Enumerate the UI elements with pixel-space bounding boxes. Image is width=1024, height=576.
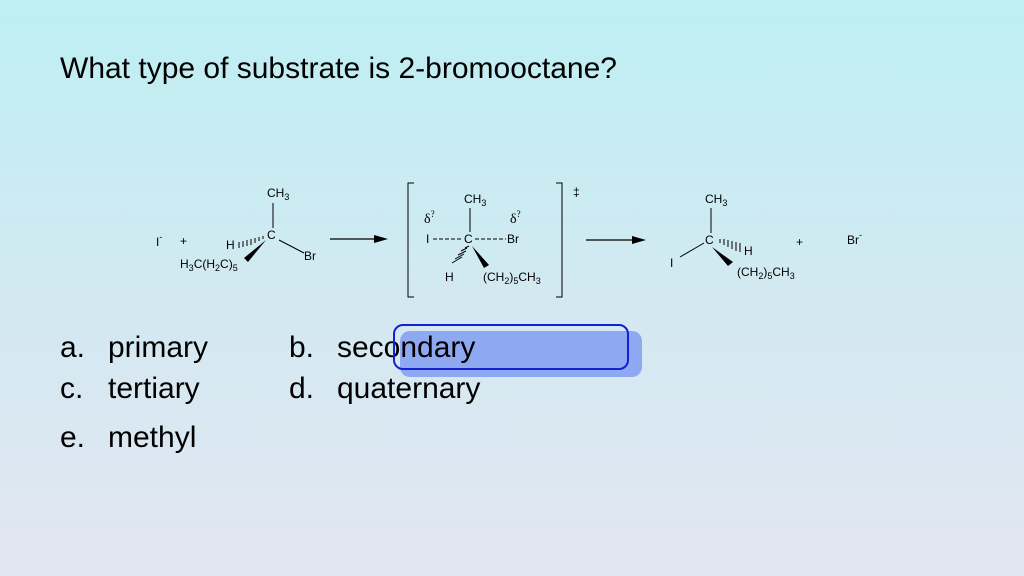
option-e-letter: e. [60, 421, 86, 454]
product-ch3: CH3 [705, 192, 727, 208]
right-bracket [556, 182, 563, 298]
reaction-arrow-1 [330, 235, 388, 243]
ts-delta-right: δ? [510, 209, 521, 227]
question-title: What type of substrate is 2-bromooctane? [60, 52, 617, 85]
reaction-scheme: I- + CH3 C H Br H3C(H2C)5 ‡ CH3 δ? [156, 182, 862, 298]
product-molecule: CH3 C H I (CH2)5CH3 [670, 192, 795, 281]
ts-chain: (CH2)5CH3 [483, 270, 541, 286]
reactant-hash-bond [238, 236, 264, 248]
ts-delta-left: δ? [424, 209, 435, 227]
reactant-molecule: CH3 C H Br H3C(H2C)5 [180, 186, 316, 273]
plus-sign: + [180, 234, 187, 248]
option-d-text: quaternary [337, 372, 481, 405]
ts-i: I [426, 232, 429, 246]
option-d[interactable]: d. quaternary [289, 372, 480, 406]
transition-state: ‡ CH3 δ? δ? I C Br H (CH2)5CH3 [407, 182, 580, 298]
option-b-letter: b. [289, 331, 315, 364]
option-e[interactable]: e. methyl [60, 421, 196, 455]
reactant-chain: H3C(H2C)5 [180, 257, 238, 273]
option-c[interactable]: c. tertiary [60, 372, 200, 406]
option-a-text: primary [108, 331, 209, 364]
ts-carbon: C [464, 232, 473, 246]
product-h: H [744, 244, 753, 258]
reactant-br: Br [304, 249, 316, 263]
option-b-text: secondary [337, 331, 476, 364]
product-hash-bond [719, 239, 741, 252]
ts-wedge-bond [472, 246, 489, 268]
ts-ch3: CH3 [464, 192, 486, 208]
product-chain: (CH2)5CH3 [737, 265, 795, 281]
option-a-letter: a. [60, 331, 86, 364]
option-e-text: methyl [108, 421, 197, 454]
left-bracket [407, 182, 414, 298]
option-c-letter: c. [60, 372, 84, 405]
reaction-arrow-2 [586, 236, 646, 244]
reactant-bond-br [278, 239, 305, 254]
double-dagger: ‡ [573, 185, 580, 199]
product-i: I [670, 256, 673, 270]
plus-sign-2: + [796, 235, 803, 249]
ts-hash-bond [451, 245, 470, 264]
reactant-h: H [226, 238, 235, 252]
ts-h: H [445, 270, 454, 284]
product-carbon: C [705, 233, 714, 247]
reactant-wedge-bond [244, 240, 266, 262]
option-d-letter: d. [289, 372, 315, 405]
option-c-text: tertiary [108, 372, 200, 405]
product-bond-i [679, 242, 705, 258]
ts-br: Br [507, 232, 519, 246]
nucleophile: I- [156, 232, 162, 249]
option-b[interactable]: b. secondary [289, 331, 475, 365]
answer-highlight [393, 324, 629, 370]
reactant-ch3: CH3 [267, 186, 289, 202]
reactant-carbon: C [267, 228, 276, 242]
leaving-group: Br- [847, 230, 862, 247]
option-a[interactable]: a. primary [60, 331, 208, 365]
product-wedge-bond [712, 247, 733, 266]
